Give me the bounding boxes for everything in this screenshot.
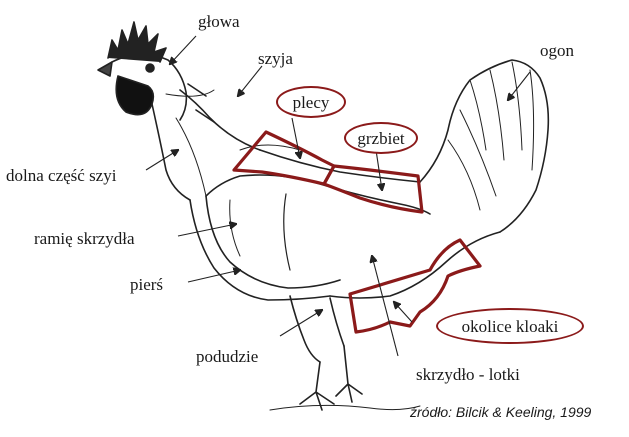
arrow-szyja xyxy=(238,66,262,96)
label-grzbiet: grzbiet xyxy=(357,130,404,147)
tail xyxy=(420,60,548,232)
label-dolna-czesc-szyi: dolna część szyi xyxy=(6,167,116,184)
leg-thigh xyxy=(290,296,320,362)
ground-shadow xyxy=(270,405,420,410)
source-citation: źródło: Bilcik & Keeling, 1999 xyxy=(410,404,591,420)
label-grzbiet-highlighted: grzbiet xyxy=(344,122,418,154)
neck-front xyxy=(152,104,190,200)
label-okolice-kloaki-highlighted: okolice kloaki xyxy=(436,308,584,344)
label-okolice-kloaki: okolice kloaki xyxy=(462,318,559,335)
wattles xyxy=(116,76,153,115)
leg-shank xyxy=(300,362,334,410)
label-ramie-skrzydla: ramię skrzydła xyxy=(34,230,135,247)
belly-line xyxy=(330,232,500,298)
label-plecy-highlighted: plecy xyxy=(276,86,346,118)
arrow-plecy xyxy=(292,118,300,158)
neck-back xyxy=(180,90,260,150)
eye xyxy=(146,64,154,72)
label-glowa: głowa xyxy=(198,13,240,30)
arrow-lotki xyxy=(372,256,398,356)
label-szyja: szyja xyxy=(258,50,293,67)
arrow-ogon xyxy=(508,72,530,100)
arrow-ramie xyxy=(178,224,236,236)
breast-line xyxy=(190,200,330,300)
beak xyxy=(98,62,112,76)
label-plecy: plecy xyxy=(293,94,330,111)
label-podudzie: podudzie xyxy=(196,348,258,365)
label-skrzydlo-lotki: skrzydło - lotki xyxy=(416,366,520,383)
arrow-piers xyxy=(188,270,240,282)
arrow-glowa xyxy=(170,36,196,64)
label-piers: pierś xyxy=(130,276,163,293)
arrow-kloaki xyxy=(394,302,412,322)
label-ogon: ogon xyxy=(540,42,574,59)
